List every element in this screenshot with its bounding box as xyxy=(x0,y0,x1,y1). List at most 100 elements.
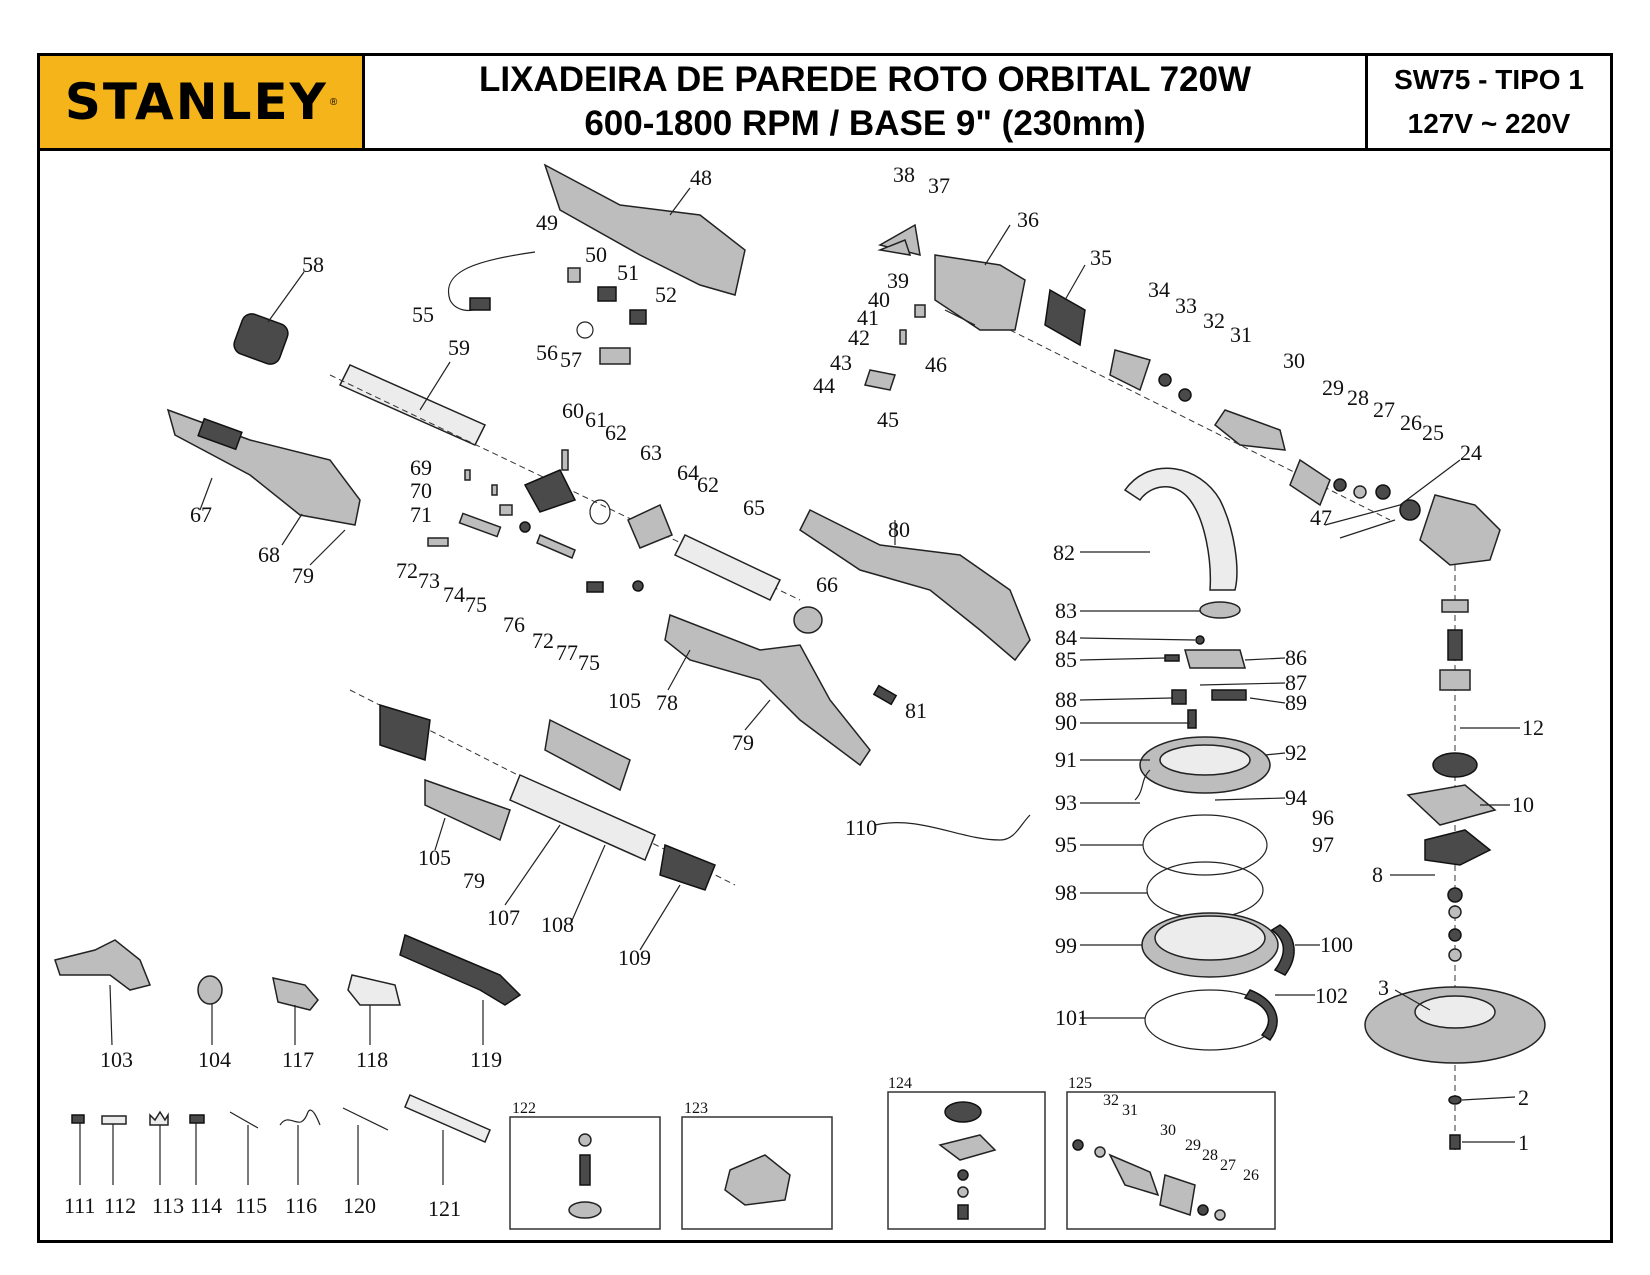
label-114: 114 xyxy=(190,1193,222,1218)
label-39: 39 xyxy=(887,268,909,293)
label-27: 27 xyxy=(1373,397,1395,422)
kit-label-27: 27 xyxy=(1220,1157,1236,1174)
label-52: 52 xyxy=(655,282,677,307)
small-parts-111-121 xyxy=(71,1094,491,1185)
label-109: 109 xyxy=(618,945,651,970)
label-122: 122 xyxy=(512,1100,536,1117)
label-103: 103 xyxy=(100,1047,133,1072)
parts-60-65-coupling xyxy=(523,449,782,601)
label-10: 10 xyxy=(1512,792,1534,817)
motor-stator-35 xyxy=(1044,264,1086,347)
label-1: 1 xyxy=(1518,1130,1529,1155)
rings-95-101 xyxy=(1141,814,1295,1051)
part-83-clamp xyxy=(1199,601,1241,619)
label-61: 61 xyxy=(585,407,607,432)
label-108: 108 xyxy=(541,912,574,937)
kit-label-28: 28 xyxy=(1202,1147,1218,1164)
label-68: 68 xyxy=(258,542,280,567)
label-81: 81 xyxy=(905,698,927,723)
title-line-2: 600-1800 RPM / BASE 9" (230mm) xyxy=(584,104,1146,143)
label-3: 3 xyxy=(1378,975,1389,1000)
label-44: 44 xyxy=(813,373,835,398)
label-124: 124 xyxy=(888,1075,912,1092)
label-95: 95 xyxy=(1055,832,1077,857)
label-48: 48 xyxy=(690,165,712,190)
label-41: 41 xyxy=(857,305,879,330)
title-line-1: LIXADEIRA DE PAREDE ROTO ORBITAL 720W xyxy=(478,60,1252,99)
label-98: 98 xyxy=(1055,880,1077,905)
model-line-2: 127V ~ 220V xyxy=(1407,108,1571,139)
part-58-cap xyxy=(233,271,305,365)
kit-box-123 xyxy=(681,1116,833,1230)
label-89: 89 xyxy=(1285,690,1307,715)
label-66: 66 xyxy=(816,572,838,597)
gear-housing-24 xyxy=(1419,494,1501,566)
part-66-ring xyxy=(793,606,823,634)
part-82-hose xyxy=(1123,467,1238,591)
part-80-handle xyxy=(799,508,1031,662)
model-line-1: SW75 - TIPO 1 xyxy=(1394,64,1584,95)
parts-sheet: STANLEY® LIXADEIRA DE PAREDE ROTO ORBITA… xyxy=(37,53,1613,1243)
leader-lines xyxy=(1079,459,1520,1143)
label-78: 78 xyxy=(656,690,678,715)
label-82: 82 xyxy=(1053,540,1075,565)
label-30: 30 xyxy=(1283,348,1305,373)
label-29: 29 xyxy=(1322,375,1344,400)
label-51: 51 xyxy=(617,260,639,285)
label-118: 118 xyxy=(356,1047,388,1072)
part-67-handle-housing xyxy=(166,408,361,566)
part-104-ring xyxy=(197,975,223,1045)
kit-label-26: 26 xyxy=(1243,1167,1259,1184)
kit-label-32: 32 xyxy=(1103,1092,1119,1109)
label-63: 63 xyxy=(640,440,662,465)
part-92-shroud-plate xyxy=(1139,736,1271,794)
label-119: 119 xyxy=(470,1047,502,1072)
label-45: 45 xyxy=(877,407,899,432)
part-48-upper-housing xyxy=(543,163,746,296)
label-100: 100 xyxy=(1320,932,1353,957)
kit-label-29: 29 xyxy=(1185,1137,1201,1154)
label-125: 125 xyxy=(1068,1075,1092,1092)
label-59: 59 xyxy=(448,335,470,360)
label-75b: 75 xyxy=(578,650,600,675)
label-62b: 62 xyxy=(697,472,719,497)
label-115: 115 xyxy=(235,1193,267,1218)
label-60: 60 xyxy=(562,398,584,423)
label-80: 80 xyxy=(888,517,910,542)
kit-box-125 xyxy=(1066,1091,1276,1230)
part-118-adapter xyxy=(347,974,401,1045)
label-79a: 79 xyxy=(292,563,314,588)
label-105b: 105 xyxy=(418,845,451,870)
label-72b: 72 xyxy=(532,628,554,653)
label-65: 65 xyxy=(743,495,765,520)
label-55: 55 xyxy=(412,302,434,327)
part-78-handle xyxy=(664,613,871,767)
label-64: 64 xyxy=(677,460,699,485)
label-35: 35 xyxy=(1090,245,1112,270)
switch-parts-50-57 xyxy=(567,267,647,365)
screws-1-2 xyxy=(1448,1095,1462,1150)
label-102: 102 xyxy=(1315,983,1348,1008)
label-83: 83 xyxy=(1055,598,1077,623)
label-69: 69 xyxy=(410,455,432,480)
label-72a: 72 xyxy=(396,558,418,583)
part-55-power-cord xyxy=(447,251,536,312)
label-2: 2 xyxy=(1518,1085,1529,1110)
label-12: 12 xyxy=(1522,715,1544,740)
label-71: 71 xyxy=(410,502,432,527)
label-88: 88 xyxy=(1055,687,1077,712)
label-76: 76 xyxy=(503,612,525,637)
label-123: 123 xyxy=(684,1100,708,1117)
kit-label-30: 30 xyxy=(1160,1122,1176,1139)
label-58: 58 xyxy=(302,252,324,277)
label-73: 73 xyxy=(418,568,440,593)
label-120: 120 xyxy=(343,1193,376,1218)
label-33: 33 xyxy=(1175,293,1197,318)
product-title: LIXADEIRA DE PAREDE ROTO ORBITAL 720W 60… xyxy=(365,56,1368,148)
label-42: 42 xyxy=(848,325,870,350)
stanley-logo: STANLEY® xyxy=(40,56,365,148)
label-104: 104 xyxy=(198,1047,231,1072)
label-75a: 75 xyxy=(465,592,487,617)
label-46: 46 xyxy=(925,352,947,377)
